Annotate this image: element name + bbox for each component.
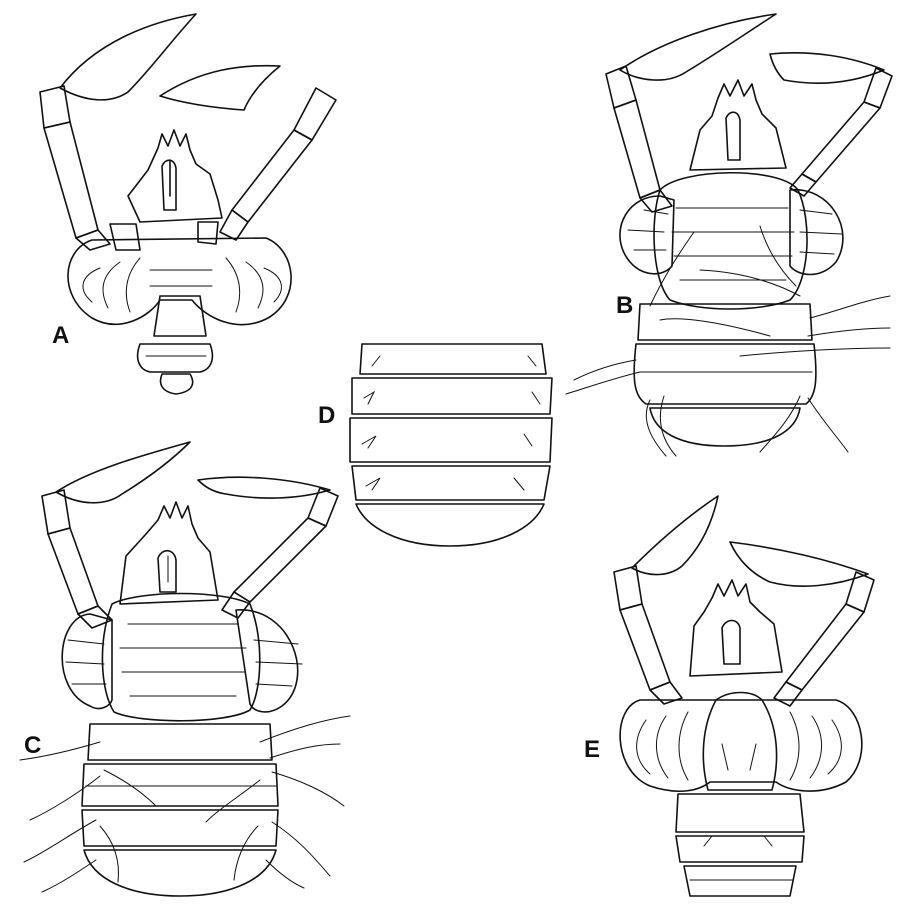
panel-d-drawing — [349, 343, 553, 547]
panel-b-drawing — [565, 13, 893, 457]
panel-a-drawing — [39, 13, 337, 395]
panel-label-c: C — [24, 732, 42, 759]
panel-label-d: D — [318, 402, 336, 429]
panel-e-drawing — [613, 495, 875, 897]
panel-label-e: E — [584, 736, 601, 763]
panel-label-b: B — [616, 292, 634, 319]
panel-label-a: A — [52, 322, 70, 349]
panel-c-drawing — [19, 441, 351, 897]
